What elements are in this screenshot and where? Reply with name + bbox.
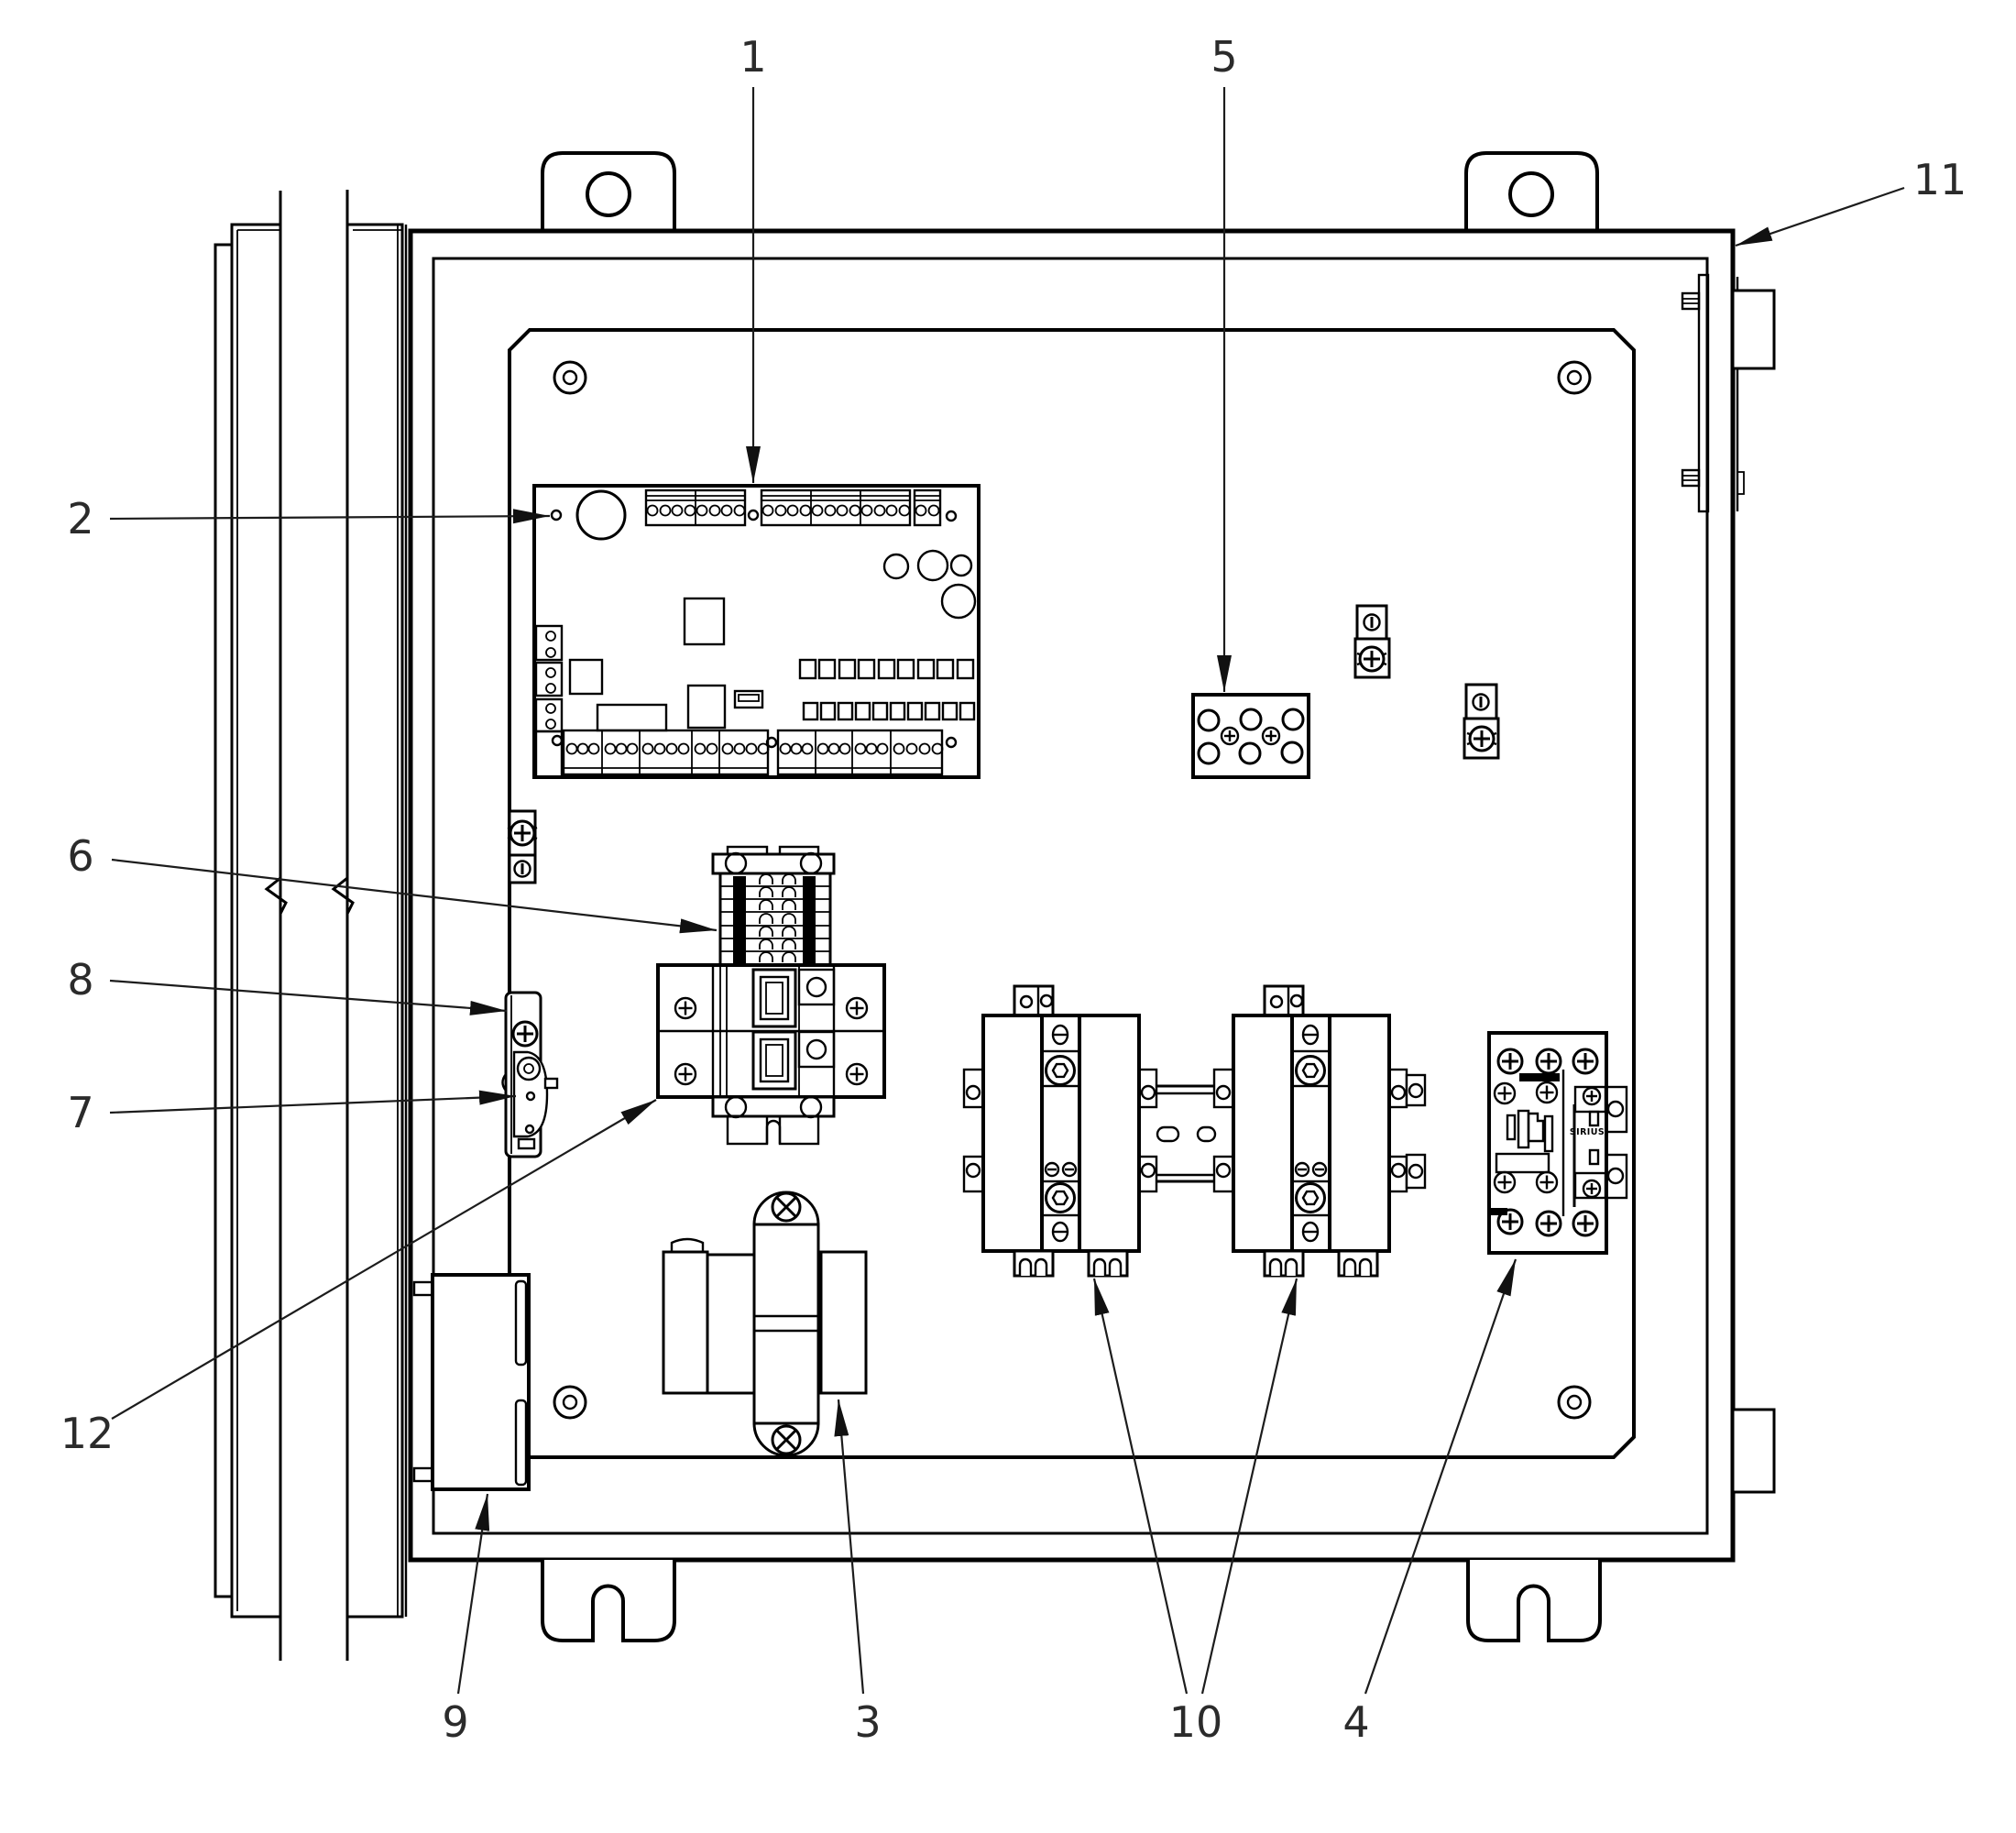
led-icon (940, 583, 977, 620)
brand-label: SIRIUS (1570, 1127, 1605, 1137)
open-door (214, 190, 408, 1661)
power-distribution-block (1191, 693, 1310, 779)
buzzer-icon (575, 489, 627, 541)
led-icon (916, 549, 949, 582)
callout-10: 10 (1092, 1278, 1298, 1747)
callout-9: 9 (442, 1493, 490, 1747)
board-terminal-top-2 (760, 488, 912, 527)
callout-3: 3 (834, 1399, 882, 1747)
callout-7: 7 (67, 1088, 517, 1137)
ic-chip (683, 597, 726, 646)
bottom-left-module (412, 1273, 531, 1491)
breaker-pole-window (751, 1030, 797, 1091)
callout-label: 11 (1913, 155, 1967, 204)
callout-1: 1 (740, 32, 767, 483)
callout-label: 12 (60, 1409, 115, 1458)
callout-label: 8 (67, 955, 93, 1004)
standoff-terminal-a (1353, 604, 1391, 679)
callouts: 1 2 5 11 6 8 7 12 (60, 32, 1967, 1747)
board-dip-row-1 (798, 658, 975, 680)
door-latch (501, 991, 559, 1158)
board-mounting-hole (550, 509, 563, 521)
hinge-bolt-icon (1681, 468, 1701, 488)
hinge-bolt-icon (1681, 291, 1701, 311)
circuit-breaker (656, 963, 886, 1146)
callout-5: 5 (1211, 32, 1238, 692)
side-block-bottom (1731, 1408, 1776, 1494)
callout-label: 4 (1342, 1697, 1369, 1747)
terminal-strip-wire-loops (759, 873, 796, 962)
callout-6: 6 (67, 831, 718, 934)
callout-label: 6 (67, 831, 93, 881)
din-contactor (1214, 986, 1407, 1276)
mounting-tab-bottom-left (541, 1560, 676, 1642)
terminal-strip (711, 845, 836, 967)
callout-11: 11 (1735, 155, 1967, 247)
rail-slot-icon (1156, 1125, 1180, 1143)
ground-lug (506, 809, 539, 884)
callout-label: 9 (442, 1697, 468, 1747)
callout-8: 8 (67, 955, 508, 1015)
rail-slot-icon (1196, 1125, 1217, 1143)
board-left-headers (534, 624, 564, 733)
latch-pawl (543, 1077, 559, 1090)
contactor-label-window (1495, 1152, 1550, 1174)
din-rail (1156, 1084, 1217, 1183)
led-icon (949, 554, 973, 577)
ic-chip (686, 684, 727, 730)
latch-ring (516, 1056, 542, 1081)
board-outline (532, 484, 981, 779)
hinge-strip (1697, 273, 1710, 513)
mounting-hole-icon (586, 171, 631, 217)
enclosure-flange (432, 257, 1709, 1535)
mounting-tab-top-left (541, 151, 676, 231)
board-terminal-bottom-left (562, 729, 770, 776)
callout-4: 4 (1342, 1258, 1517, 1747)
callout-label: 2 (67, 494, 93, 543)
board-terminal-bottom-right (776, 729, 944, 776)
mounting-tab-bottom-right (1466, 1560, 1602, 1642)
latch-pin-hole (525, 1091, 536, 1102)
callout-label: 5 (1211, 32, 1237, 82)
callout-12: 12 (60, 1099, 657, 1458)
board-terminal-top-1 (644, 488, 747, 527)
mounting-hole-icon (1508, 171, 1554, 217)
relay (568, 658, 604, 696)
board-dip-row-2 (802, 701, 976, 721)
mounting-tab-top-right (1464, 151, 1599, 231)
callout-label: 3 (854, 1697, 881, 1747)
door-break-line-2 (331, 190, 355, 1661)
callout-label: 10 (1169, 1697, 1223, 1747)
sirius-contactor: SIRIUS (1405, 1031, 1628, 1255)
callout-2: 2 (67, 494, 551, 543)
usb-connector-icon (733, 689, 764, 709)
side-block-top (1731, 289, 1776, 370)
breaker-pole-window (751, 968, 797, 1028)
callout-label: 7 (67, 1088, 93, 1137)
door-break-line-1 (264, 191, 288, 1661)
control-circuit-board (532, 484, 981, 779)
transformer (662, 1191, 868, 1457)
contactor-mechanism (1506, 1109, 1554, 1153)
standoff-terminal-b (1463, 683, 1500, 760)
din-contactor (962, 984, 1158, 1278)
callout-label: 1 (740, 32, 766, 82)
led-icon (882, 553, 910, 580)
